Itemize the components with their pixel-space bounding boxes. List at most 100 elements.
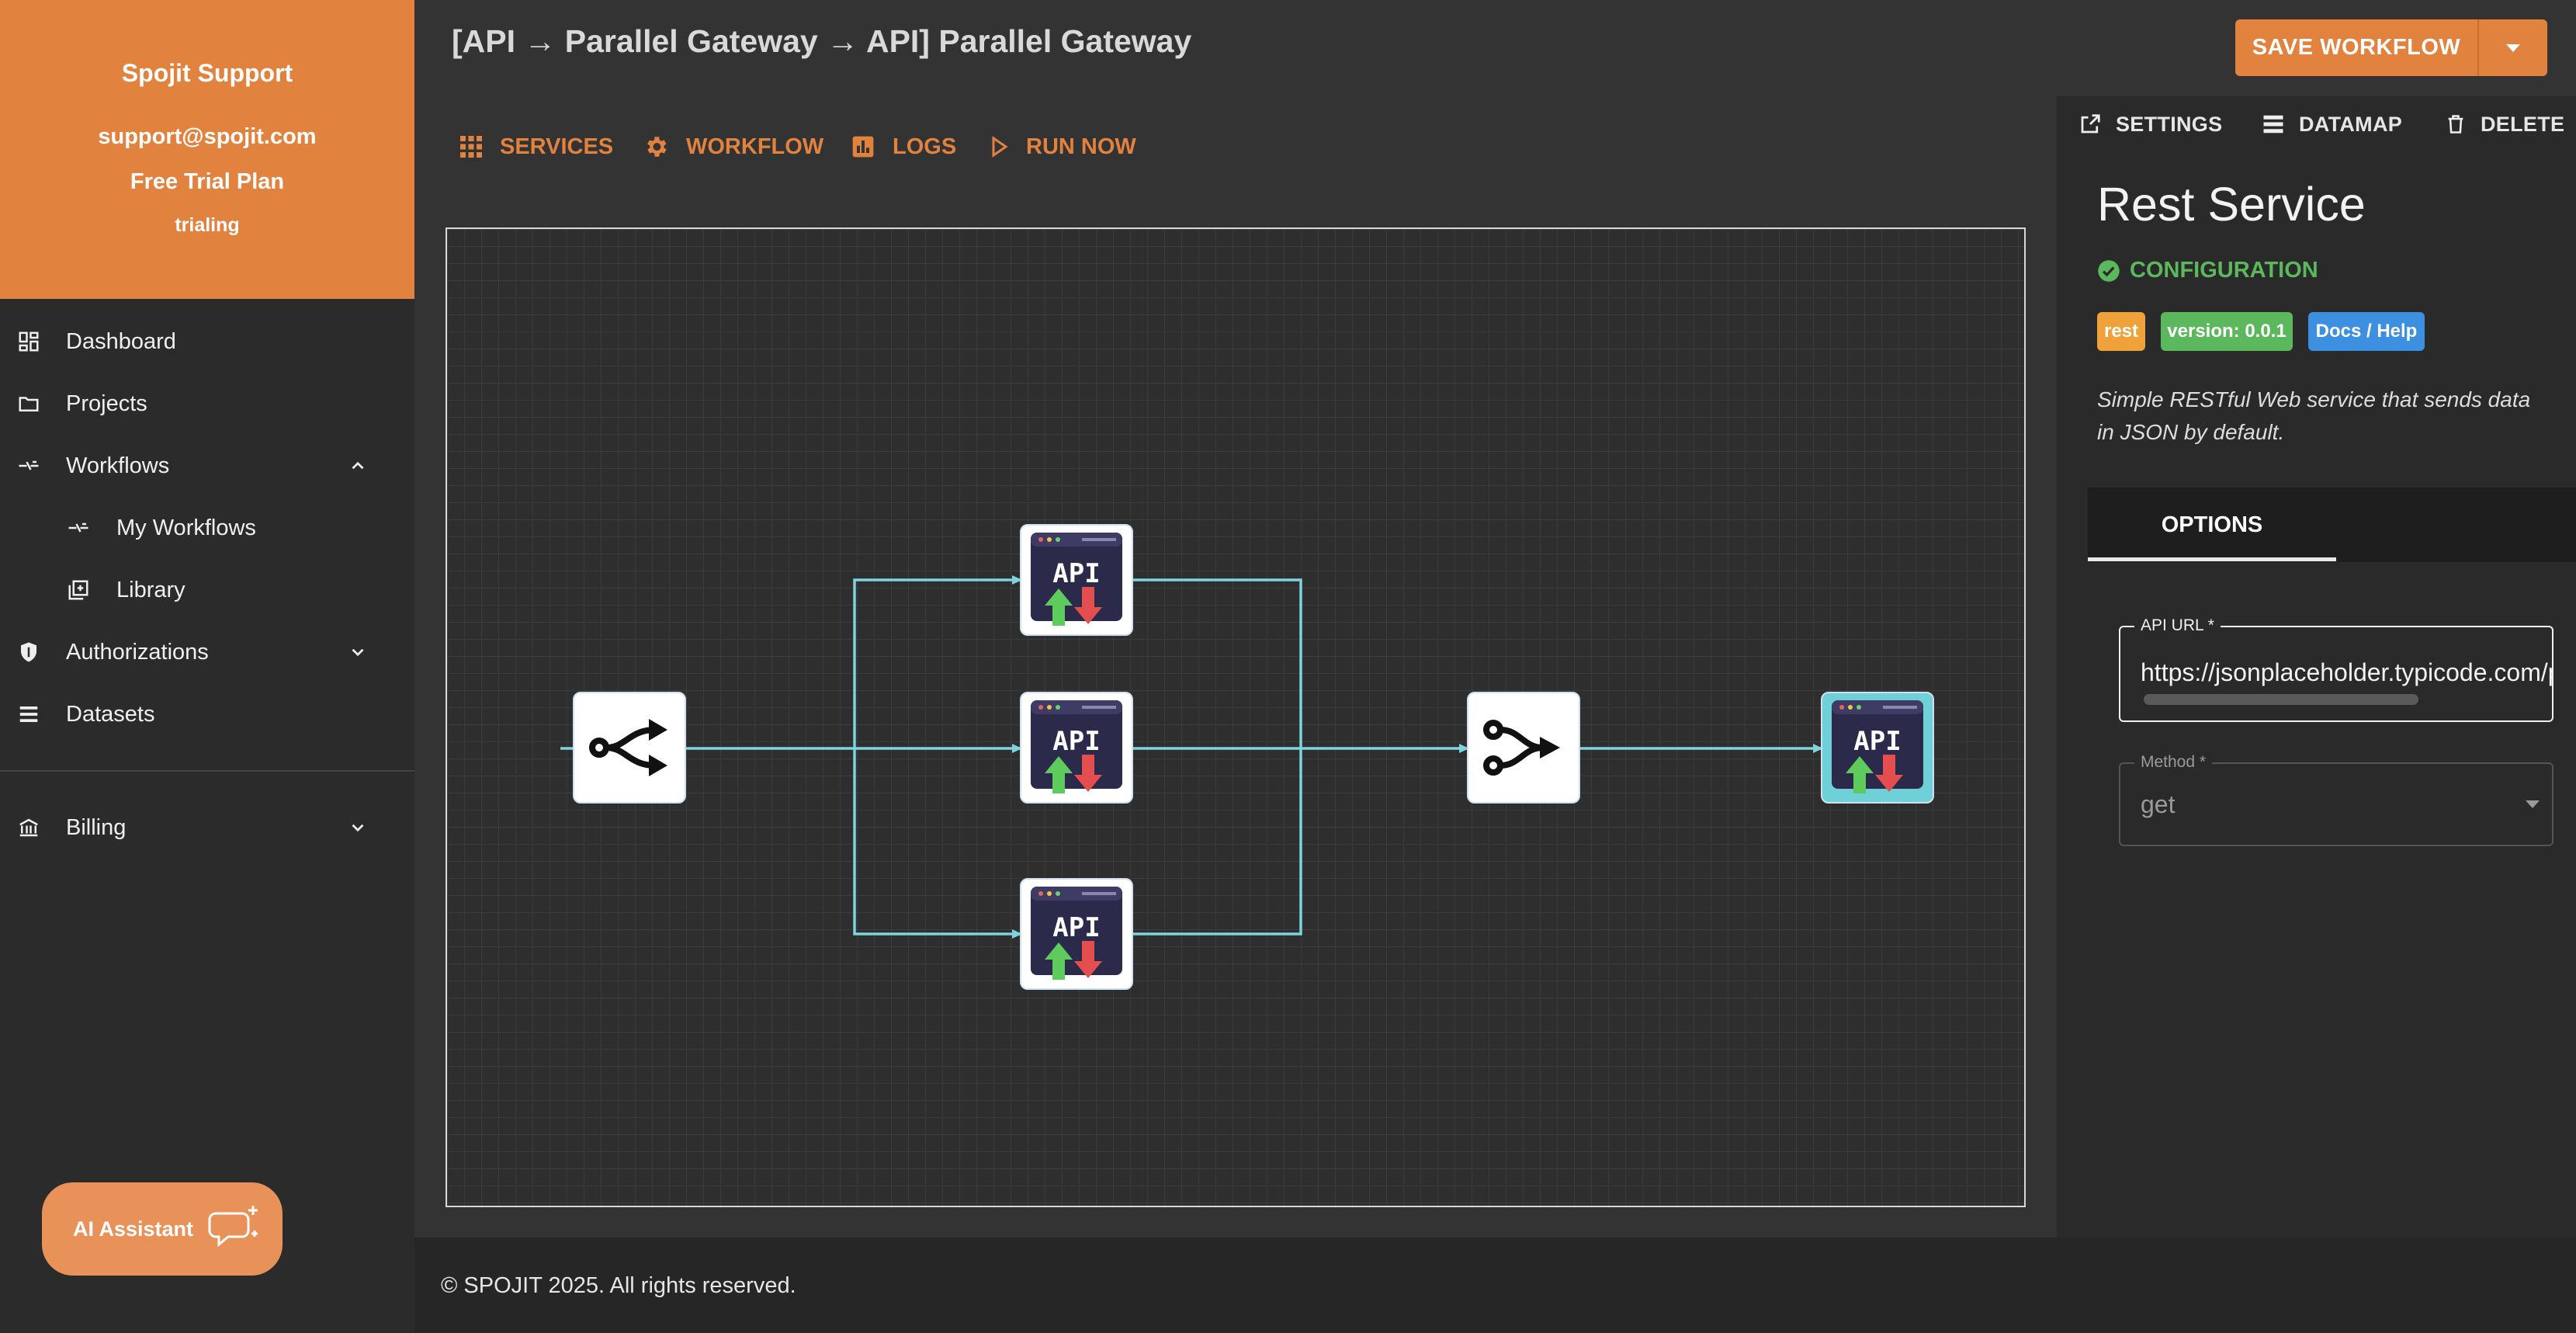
docs-help-link[interactable]: Docs / Help xyxy=(2308,312,2425,351)
trash-icon xyxy=(2448,115,2463,134)
datamap-label: DATAMAP xyxy=(2299,112,2403,136)
sidebar-item-library[interactable]: Library xyxy=(0,559,414,621)
connector xyxy=(1133,578,1302,936)
tab-run-now[interactable]: RUN NOW xyxy=(990,129,1136,165)
chevron-up-icon xyxy=(352,461,364,470)
split-icon xyxy=(589,719,667,776)
library-icon xyxy=(68,580,88,600)
configuration-status: CONFIGURATION xyxy=(2097,258,2318,283)
api-url-input[interactable] xyxy=(2141,655,2552,689)
sidebar-item-workflows[interactable]: Workflows xyxy=(0,435,414,497)
save-options-button[interactable] xyxy=(2479,19,2547,76)
footer-copyright: © SPOJIT 2025. All rights reserved. xyxy=(441,1273,796,1298)
api-url-field: API URL * xyxy=(2119,616,2553,722)
profile-status: trialing xyxy=(175,214,240,236)
sidebar-item-dashboard[interactable]: Dashboard xyxy=(0,311,414,373)
list-icon xyxy=(2263,115,2283,134)
horizontal-scrollbar[interactable] xyxy=(2144,694,2418,705)
external-link-icon xyxy=(2081,114,2100,134)
api-service-node-selected[interactable]: API xyxy=(1821,692,1934,804)
tab-indicator xyxy=(2088,557,2336,561)
settings-button[interactable]: SETTINGS xyxy=(2078,107,2222,141)
api-icon: API xyxy=(1028,885,1125,983)
footer: © SPOJIT 2025. All rights reserved. xyxy=(414,1238,2576,1333)
delete-button[interactable]: DELETE xyxy=(2445,107,2564,141)
connector xyxy=(853,575,1022,748)
tab-services[interactable]: SERVICES xyxy=(459,129,613,165)
profile-email: support@spojit.com xyxy=(98,124,317,149)
caret-down-icon xyxy=(2526,800,2540,808)
service-panel: SETTINGS DATAMAP DELETE Rest Service CON… xyxy=(2057,96,2576,1238)
save-workflow-group: SAVE WORKFLOW xyxy=(2235,19,2547,76)
api-node-label: API xyxy=(1052,912,1100,943)
tab-label: WORKFLOW xyxy=(686,134,824,159)
parallel-gateway-merge-node[interactable] xyxy=(1467,692,1580,804)
workflow-canvas[interactable]: API API API xyxy=(446,227,2026,1207)
connector xyxy=(853,748,1022,939)
profile-header: Spojit Support support@spojit.com Free T… xyxy=(0,0,414,299)
api-icon: API xyxy=(1028,699,1125,797)
chevron-down-icon xyxy=(352,824,364,832)
sidebar-item-label: Authorizations xyxy=(66,639,209,665)
dashboard-icon xyxy=(19,332,39,352)
method-value: get xyxy=(2141,790,2176,818)
sidebar-item-label: Datasets xyxy=(66,701,155,727)
method-select[interactable]: Method * get xyxy=(2119,753,2553,846)
service-title: Rest Service xyxy=(2097,178,2366,231)
workflow-icon xyxy=(19,460,39,470)
api-icon: API xyxy=(1028,531,1125,629)
tab-workflow[interactable]: WORKFLOW xyxy=(643,129,823,165)
folder-icon xyxy=(19,397,39,411)
bank-icon xyxy=(19,818,38,837)
service-description: Simple RESTful Web service that sends da… xyxy=(2097,387,2531,444)
datamap-button[interactable]: DATAMAP xyxy=(2262,107,2402,141)
sidebar-item-projects[interactable]: Projects xyxy=(0,373,414,435)
api-service-node[interactable]: API xyxy=(1020,878,1133,990)
api-icon: API xyxy=(1829,699,1926,797)
sidebar-item-label: Library xyxy=(116,577,185,602)
api-node-label: API xyxy=(1853,726,1901,757)
sidebar-item-billing[interactable]: Billing xyxy=(0,797,414,859)
tab-label: LOGS xyxy=(893,134,957,159)
play-icon xyxy=(992,136,1008,158)
divider xyxy=(0,770,414,772)
tab-label: RUN NOW xyxy=(1026,134,1136,159)
api-node-label: API xyxy=(1052,726,1100,757)
sidebar-item-label: Workflows xyxy=(66,453,170,478)
grid-icon xyxy=(460,136,482,158)
sidebar-item-label: Billing xyxy=(66,814,127,840)
workflow-icon xyxy=(68,522,88,533)
sidebar-item-my-workflows[interactable]: My Workflows xyxy=(0,497,414,559)
api-service-node[interactable]: API xyxy=(1020,692,1133,804)
divider xyxy=(2477,19,2479,76)
settings-label: SETTINGS xyxy=(2116,112,2223,136)
chat-sparkle-icon xyxy=(208,1206,258,1248)
sidebar-item-authorizations[interactable]: Authorizations xyxy=(0,621,414,683)
check-circle-icon xyxy=(2098,259,2120,282)
sidebar-item-datasets[interactable]: Datasets xyxy=(0,683,414,745)
shield-icon xyxy=(21,642,36,662)
sidebar-item-label: Dashboard xyxy=(66,328,176,354)
method-label: Method * xyxy=(2134,753,2213,772)
chevron-down-icon xyxy=(352,648,364,657)
sidebar: Spojit Support support@spojit.com Free T… xyxy=(0,0,414,1333)
options-tab-bar: OPTIONS xyxy=(2088,488,2576,562)
profile-plan: Free Trial Plan xyxy=(130,169,285,194)
tab-logs[interactable]: LOGS xyxy=(851,129,956,165)
parallel-gateway-split-node[interactable] xyxy=(573,692,686,804)
api-url-label: API URL * xyxy=(2134,616,2221,635)
save-workflow-button[interactable]: SAVE WORKFLOW xyxy=(2252,35,2461,60)
page-title: [API → Parallel Gateway → API] Parallel … xyxy=(452,23,1192,59)
delete-label: DELETE xyxy=(2481,112,2565,136)
caret-down-icon xyxy=(2506,43,2520,52)
profile-name: Spojit Support xyxy=(121,59,293,87)
sidebar-item-label: Projects xyxy=(66,391,147,416)
ai-assistant-button[interactable]: AI Assistant xyxy=(42,1182,283,1276)
merge-icon xyxy=(1483,720,1560,776)
tab-options[interactable]: OPTIONS xyxy=(2161,512,2263,537)
ai-assistant-label: AI Assistant xyxy=(73,1217,194,1241)
badge-version: version: 0.0.1 xyxy=(2161,312,2293,351)
chart-icon xyxy=(852,136,874,158)
configuration-label: CONFIGURATION xyxy=(2130,258,2318,283)
api-service-node[interactable]: API xyxy=(1020,524,1133,636)
